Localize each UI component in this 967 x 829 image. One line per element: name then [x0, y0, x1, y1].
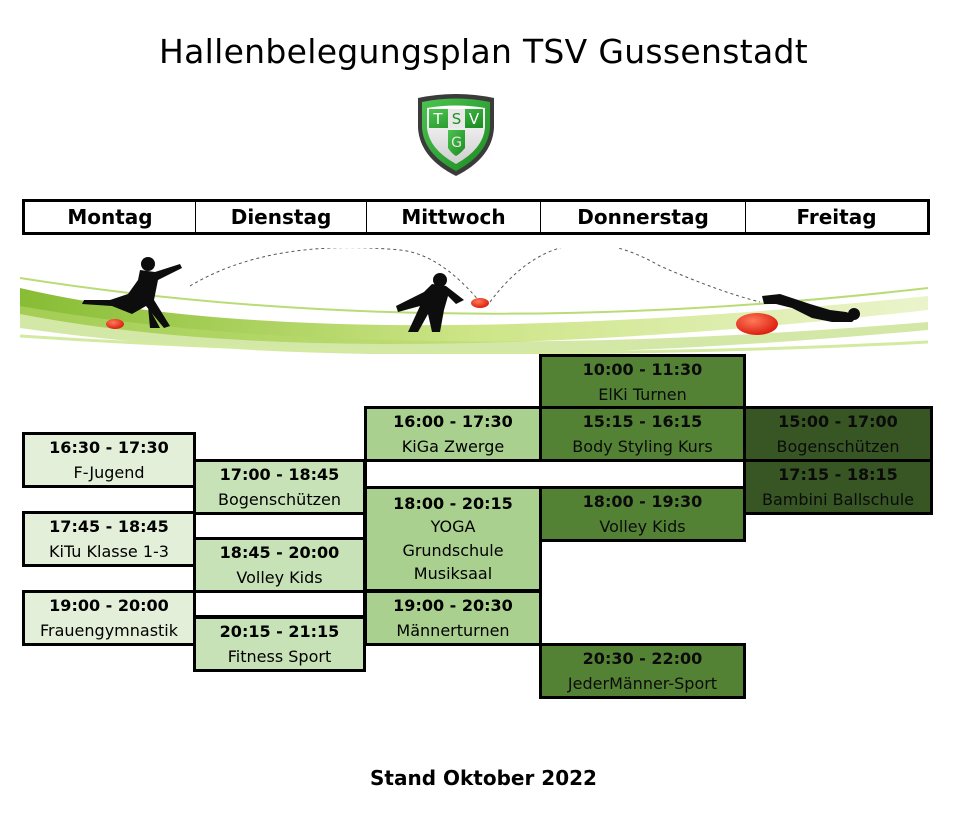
- slot-montag-kitu: 17:45 - 18:45 KiTu Klasse 1-3: [22, 511, 196, 567]
- slot-activity: KiGa Zwerge: [401, 436, 505, 456]
- slot-time: 10:00 - 11:30: [582, 359, 703, 379]
- slot-dienstag-fitness-sport: 20:15 - 21:15 Fitness Sport: [193, 616, 366, 672]
- slot-activity: Bogenschützen: [776, 436, 900, 456]
- slot-activity: Musiksaal: [413, 563, 493, 583]
- slot-activity: JederMänner-Sport: [567, 673, 718, 693]
- slot-donnerstag-body-styling: 15:15 - 16:15 Body Styling Kurs: [539, 406, 746, 462]
- slot-mittwoch-yoga: 18:00 - 20:15 YOGA Grundschule Musiksaal: [364, 486, 542, 592]
- slot-time: 17:00 - 18:45: [219, 464, 340, 484]
- logo-letter-g: G: [451, 135, 462, 151]
- slot-activity: YOGA: [430, 517, 476, 537]
- slot-time: 17:45 - 18:45: [49, 516, 169, 536]
- slot-activity: KiTu Klasse 1-3: [49, 541, 169, 561]
- slot-montag-f-jugend: 16:30 - 17:30 F-Jugend: [22, 432, 196, 488]
- slot-time: 20:15 - 21:15: [219, 621, 340, 641]
- day-monday: Montag: [25, 202, 196, 232]
- page-title: Hallenbelegungsplan TSV Gussenstadt: [159, 32, 808, 71]
- slot-montag-frauengymnastik: 19:00 - 20:00 Frauengymnastik: [22, 590, 196, 646]
- tsv-shield-logo: T S V G: [412, 92, 500, 178]
- slot-time: 15:15 - 16:15: [582, 411, 703, 431]
- slot-activity: Bogenschützen: [218, 489, 341, 509]
- slot-activity: F-Jugend: [73, 462, 145, 482]
- logo-letter-v: V: [469, 110, 480, 128]
- slot-mittwoch-kiga-zwerge: 16:00 - 17:30 KiGa Zwerge: [364, 406, 542, 462]
- slot-time: 20:30 - 22:00: [582, 648, 703, 668]
- day-thursday: Donnerstag: [541, 202, 746, 232]
- shield-icon: T S V G: [418, 94, 494, 176]
- slot-time: 17:15 - 18:15: [778, 464, 898, 484]
- slot-activity: Volley Kids: [599, 516, 686, 536]
- slot-dienstag-gap: [193, 512, 366, 540]
- slot-activity: Grundschule: [402, 540, 504, 560]
- slot-time: 16:00 - 17:30: [393, 411, 513, 431]
- day-tuesday: Dienstag: [196, 202, 367, 232]
- weekday-header: Montag Dienstag Mittwoch Donnerstag Frei…: [22, 199, 930, 235]
- slot-donnerstag-elki-turnen: 10:00 - 11:30 ElKi Turnen: [539, 354, 746, 410]
- slot-time: 15:00 - 17:00: [778, 411, 898, 431]
- slot-dienstag-bogenschuetzen: 17:00 - 18:45 Bogenschützen: [193, 459, 366, 515]
- logo-letter-t: T: [432, 110, 443, 128]
- slot-time: 18:00 - 20:15: [393, 494, 513, 514]
- slot-activity: Männerturnen: [396, 620, 510, 640]
- slot-freitag-bogenschuetzen: 15:00 - 17:00 Bogenschützen: [743, 406, 933, 462]
- day-friday: Freitag: [796, 205, 877, 229]
- slot-time: 18:45 - 20:00: [219, 542, 340, 562]
- sports-banner-icon: [19, 243, 929, 355]
- slot-dienstag-gap: [193, 590, 366, 618]
- slot-mittwoch-maennerturnen: 19:00 - 20:30 Männerturnen: [364, 590, 542, 646]
- slot-activity: Body Styling Kurs: [572, 436, 713, 456]
- slot-freitag-bambini-ballschule: 17:15 - 18:15 Bambini Ballschule: [743, 459, 933, 515]
- slot-time: 16:30 - 17:30: [49, 437, 169, 457]
- footer-stand-date: Stand Oktober 2022: [370, 766, 597, 790]
- slot-time: 19:00 - 20:30: [393, 595, 513, 615]
- slot-activity: Bambini Ballschule: [761, 489, 914, 509]
- day-wednesday: Mittwoch: [367, 202, 541, 232]
- slot-activity: Frauengymnastik: [39, 620, 179, 640]
- slot-donnerstag-jedermaenner-sport: 20:30 - 22:00 JederMänner-Sport: [539, 643, 746, 699]
- slot-activity: Fitness Sport: [227, 646, 332, 666]
- sports-silhouettes-banner: [19, 243, 929, 355]
- slot-time: 19:00 - 20:00: [49, 595, 169, 615]
- logo-letter-s: S: [452, 110, 462, 128]
- slot-activity: ElKi Turnen: [598, 384, 687, 404]
- slot-time: 18:00 - 19:30: [582, 491, 703, 511]
- slot-dienstag-volley-kids: 18:45 - 20:00 Volley Kids: [193, 537, 366, 593]
- slot-donnerstag-volley-kids: 18:00 - 19:30 Volley Kids: [539, 486, 746, 542]
- slot-activity: Volley Kids: [236, 567, 323, 587]
